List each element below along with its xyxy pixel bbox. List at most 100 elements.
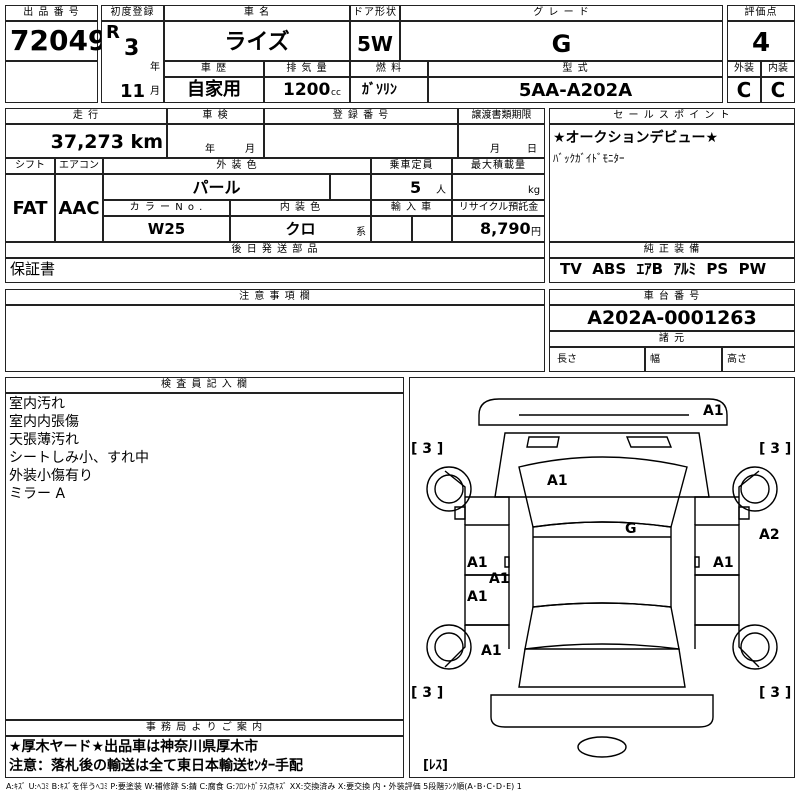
recycle-unit: 円	[531, 227, 542, 238]
genuine-equip-label: 純 正 装 備	[643, 244, 701, 255]
inspection-year: 年	[205, 144, 216, 155]
displacement-unit: cc	[331, 88, 341, 98]
width-label: 幅	[650, 354, 661, 365]
score-header	[727, 5, 795, 21]
inspector-note: 天張薄汚れ	[9, 432, 79, 448]
ext-score-cell	[727, 77, 761, 103]
mileage-label: 走 行	[72, 110, 100, 121]
import-cell-b	[412, 216, 452, 242]
era: R	[106, 22, 120, 43]
damage-mark: G	[625, 521, 637, 537]
lot-number: 72049	[10, 24, 108, 57]
inspection-header	[167, 108, 264, 124]
genuine-equip-cell	[549, 258, 795, 283]
ac-label: エアコン	[59, 160, 99, 171]
inspector-label: 検 査 員 記 入 欄	[161, 379, 248, 390]
int-score: C	[770, 78, 786, 102]
ext-color-label: 外 装 色	[216, 160, 258, 171]
transfer-month: 月	[490, 144, 501, 155]
first-reg-header	[101, 5, 164, 21]
sales-point-label: セ ー ル ス ポ イ ン ト	[613, 110, 731, 121]
later-parts-cell	[5, 258, 545, 283]
ac-cell	[55, 174, 103, 242]
transfer-label: 譲渡書類期限	[471, 110, 532, 121]
int-color-header	[230, 200, 371, 216]
int-color-cell	[230, 216, 371, 242]
inspection-cell	[167, 124, 264, 158]
later-parts-label: 後 日 発 送 部 品	[231, 244, 319, 255]
model-type-header	[428, 61, 723, 77]
max-load-unit: kg	[528, 185, 541, 196]
reg-number-label: 登 録 番 号	[332, 110, 390, 121]
door: 5W	[357, 32, 393, 56]
length-cell	[549, 347, 645, 372]
height-label: 高さ	[727, 354, 747, 365]
transfer-cell	[458, 124, 545, 158]
genuine-equip-header	[549, 242, 795, 258]
color-no: W25	[147, 220, 186, 238]
notes-cell	[5, 305, 545, 372]
chassis-number: A202A-0001263	[587, 307, 757, 329]
lot-number-header	[5, 5, 98, 21]
shift-header	[5, 158, 55, 174]
transfer-header	[458, 108, 545, 124]
car-name-label: 車 名	[243, 7, 271, 18]
damage-mark: A1	[467, 589, 488, 605]
damage-mark: A1	[467, 555, 488, 571]
tire-rr-grade: [ 3 ]	[759, 685, 791, 701]
ac-header	[55, 158, 103, 174]
height-cell	[722, 347, 795, 372]
displacement-label: 排 気 量	[286, 63, 328, 74]
chassis-label: 車 台 番 号	[643, 291, 701, 302]
chassis-cell	[549, 305, 795, 331]
inspector-note: 室内汚れ	[9, 396, 65, 412]
displacement: 1200	[283, 80, 331, 100]
genuine-equipment: TV ABS ｴｱB ｱﾙﾐ PS PW	[560, 260, 767, 278]
office-notice-1: ★厚木ヤード★出品車は神奈川県厚木市	[9, 739, 259, 755]
score: 4	[751, 28, 771, 58]
fuel-label: 燃 料	[375, 63, 403, 74]
grade-label: グ レ ー ド	[533, 7, 590, 18]
mileage-cell	[5, 124, 167, 158]
color-no-label: カ ラ ー N o .	[129, 202, 204, 213]
transfer-day: 日	[527, 144, 538, 155]
door-cell	[350, 21, 400, 61]
damage-mark: A2	[759, 527, 780, 543]
import-label: 輸 入 車	[390, 202, 433, 213]
model-type: 5AA-A202A	[518, 80, 633, 101]
door-label: ドア形状	[353, 7, 397, 18]
inspection-label: 車 検	[202, 110, 229, 121]
import-cell-a	[371, 216, 412, 242]
inspector-notes: 室内汚れ 室内内張傷 天張薄汚れ シートしみ小、すれ中 外装小傷有り ミラー A	[9, 395, 149, 503]
lot-number-label: 出 品 番 号	[23, 7, 80, 18]
dimensions-header	[549, 331, 795, 347]
recycle-cell	[452, 216, 545, 242]
capacity-label: 乗車定員	[389, 160, 434, 171]
grade-cell	[400, 21, 723, 61]
reg-number-header	[264, 108, 458, 124]
office-header	[5, 720, 404, 736]
damage-mark: A1	[547, 473, 568, 489]
grade-header	[400, 5, 723, 21]
spare-tire-status: [ﾚｽ]	[423, 758, 448, 773]
legend: A:ｷｽﾞ U:ﾍｺﾐ B:ｷｽﾞを伴うﾍｺﾐ P:要塗装 W:補修跡 S:錆 …	[6, 782, 522, 791]
car-diagram: [ 3 ] [ 3 ] [ 3 ] [ 3 ] [ﾚｽ] A1 A1 G A2 …	[411, 398, 791, 773]
damage-mark: A1	[489, 571, 510, 587]
import-header	[371, 200, 452, 216]
car-name-header	[164, 5, 350, 21]
sales-point-2: ﾊﾞｯｸｶﾞｲﾄﾞﾓﾆﾀｰ	[553, 152, 625, 165]
color-no-header	[103, 200, 230, 216]
int-score-cell	[761, 77, 795, 103]
score-cell	[727, 21, 795, 61]
first-reg-cell	[101, 21, 164, 103]
int-color-label: 内 装 色	[279, 202, 322, 213]
recycle: 8,790	[480, 219, 531, 238]
mileage: 37,273 km	[50, 131, 163, 153]
displacement-cell	[264, 77, 350, 103]
ext-color-cell	[103, 174, 330, 200]
first-reg-label: 初度登録	[110, 7, 155, 18]
displacement-header	[264, 61, 350, 77]
office-cell	[5, 736, 404, 778]
reg-year: 3	[124, 36, 140, 61]
later-parts-header	[5, 242, 545, 258]
